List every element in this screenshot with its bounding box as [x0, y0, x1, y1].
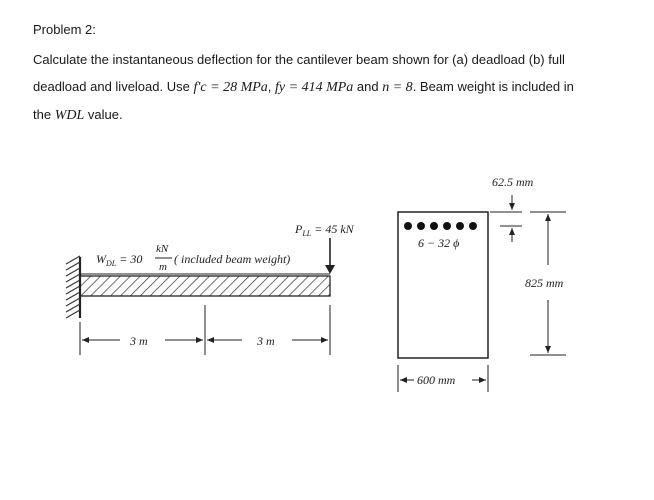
- width-label: 600 mm: [417, 373, 456, 387]
- cantilever-beam: [79, 275, 331, 297]
- point-load-label: PLL = 45 kN: [294, 222, 355, 238]
- problem-line-1: Calculate the instantaneous deflection f…: [33, 52, 565, 67]
- and-text: and: [353, 79, 383, 94]
- svg-text:m: m: [159, 261, 167, 273]
- cover-label: 62.5 mm: [492, 175, 534, 189]
- depth-label: 825 mm: [525, 276, 564, 290]
- svg-text:WDL = 30: WDL = 30: [96, 252, 142, 268]
- depth-dimension: [530, 211, 566, 356]
- problem-line-2-prefix: deadload and liveload. Use: [33, 79, 194, 94]
- fy-symbol: fy: [275, 80, 286, 95]
- width-dimension: [397, 365, 489, 392]
- point-load-arrow: [325, 238, 335, 274]
- wdl-symbol: WDL: [54, 108, 85, 123]
- rebar-label: 6 − 32 ϕ: [418, 236, 459, 250]
- problem-title: Problem 2:: [33, 22, 96, 37]
- fc-value: = 28 MPa: [206, 80, 268, 95]
- svg-text:kN: kN: [156, 243, 169, 255]
- fc-symbol: f′c: [193, 80, 207, 95]
- rebar-dots: [404, 222, 477, 230]
- svg-text:( included beam weight): ( included beam weight): [174, 252, 290, 266]
- span-dimensions: [79, 305, 331, 355]
- fixed-support: [65, 255, 82, 319]
- span-label-2: 3 m: [256, 334, 275, 348]
- problem-line-2-suffix: . Beam weight is included in: [412, 79, 574, 94]
- distributed-load-label: WDL = 30 kN m ( included beam weight): [96, 243, 290, 273]
- cover-dimension: [490, 195, 522, 242]
- fy-value: = 414 MPa: [285, 80, 354, 95]
- modular-ratio: n = 8: [382, 80, 413, 95]
- span-label-1: 3 m: [129, 334, 148, 348]
- problem-line-3-suffix: value.: [84, 107, 123, 122]
- problem-line-3-prefix: the: [33, 107, 55, 122]
- beam-cross-section: [397, 211, 489, 359]
- problem-statement: Calculate the instantaneous deflection f…: [33, 52, 574, 123]
